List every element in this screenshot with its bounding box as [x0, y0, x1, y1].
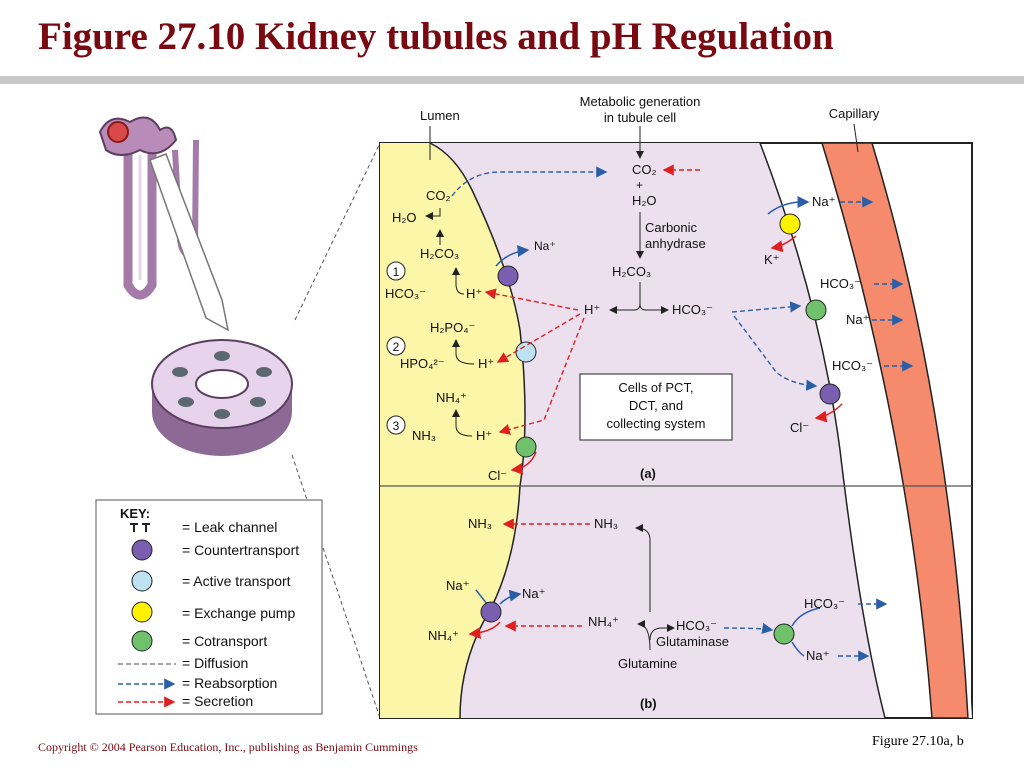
key-title: KEY:: [120, 506, 150, 521]
glutaminase-label: Glutaminase: [656, 634, 729, 649]
key-cotransport: = Cotransport: [131, 630, 267, 652]
legend-key: KEY: = Leak channel = Countertransport =…: [95, 499, 323, 715]
lumen-h2co3: H₂CO₃: [420, 246, 459, 261]
b-cap-na: Na⁺: [806, 648, 829, 663]
svg-text:= Secretion: = Secretion: [182, 693, 253, 709]
svg-text:= Exchange pump: = Exchange pump: [182, 605, 295, 621]
svg-text:= Countertransport: = Countertransport: [182, 542, 299, 558]
cap-k: K⁺: [764, 252, 780, 267]
cell-h2co3: H₂CO₃: [612, 264, 651, 279]
capillary-wall: [820, 142, 969, 719]
svg-text:= Reabsorption: = Reabsorption: [182, 675, 277, 691]
svg-text:= Cotransport: = Cotransport: [182, 633, 267, 649]
cap-cl: Cl⁻: [790, 420, 809, 435]
slide-title: Figure 27.10 Kidney tubules and pH Regul…: [38, 15, 834, 58]
step-1-marker: [386, 261, 406, 281]
title-divider: [0, 76, 1024, 84]
exchange-pump-na-k: [779, 213, 801, 235]
lumen-h2o: H₂O: [392, 210, 417, 225]
svg-text:1: 1: [393, 265, 400, 279]
cap-hco3-2: HCO₃⁻: [832, 358, 873, 373]
lumen-region: [380, 143, 525, 718]
lumen-nh4: NH₄⁺: [436, 390, 467, 405]
cotransport-h-cl: [515, 436, 537, 458]
lumen-label: Lumen: [420, 108, 460, 123]
cells-box: [579, 373, 733, 441]
copyright-notice: Copyright © 2004 Pearson Education, Inc.…: [38, 740, 418, 754]
cells-box-line-1: Cells of PCT,: [618, 380, 693, 395]
cell-plus: +: [636, 178, 643, 192]
b-cotransport: [773, 623, 795, 645]
metabolic-label-1: Metabolic generation: [580, 94, 701, 109]
b-lumen-na: Na⁺: [446, 578, 469, 593]
capillary-label: Capillary: [829, 106, 880, 121]
lumen-hpo4: HPO₄²⁻: [400, 356, 445, 371]
lumen-nh3: NH₃: [412, 428, 436, 443]
key-reabsorption: = Reabsorption: [118, 675, 277, 691]
key-active-transport: = Active transport: [131, 570, 291, 592]
cells-box-line-3: collecting system: [607, 416, 706, 431]
countertransport-na-h: [497, 265, 519, 287]
cap-na-1: Na⁺: [812, 194, 835, 209]
lumen-h-2: H⁺: [478, 356, 494, 371]
step-3-marker: [386, 415, 406, 435]
tubule-cross-section: [151, 339, 293, 456]
figure-reference: Figure 27.10a, b: [872, 734, 964, 749]
lumen-na: Na⁺: [534, 239, 556, 253]
b-cell-nh4: NH₄⁺: [588, 614, 619, 629]
b-countertransport: [480, 601, 502, 623]
panel-a-label: (a): [640, 466, 656, 481]
lumen-h-3: H⁺: [476, 428, 492, 443]
b-lumen-nh3: NH₃: [468, 516, 492, 531]
b-cell-nh3: NH₃: [594, 516, 618, 531]
lumen-hco3: HCO₃⁻: [385, 286, 426, 301]
cotransport-hco3-na: [805, 299, 827, 321]
lumen-co2: CO₂: [426, 188, 451, 203]
b-cap-hco3: HCO₃⁻: [804, 596, 845, 611]
key-countertransport: = Countertransport: [131, 539, 299, 561]
cell-h2o: H₂O: [632, 193, 657, 208]
svg-text:= Diffusion: = Diffusion: [182, 655, 248, 671]
svg-text:= Leak channel: = Leak channel: [182, 519, 277, 535]
key-secretion: = Secretion: [118, 693, 253, 709]
lumen-cl: Cl⁻: [488, 468, 507, 483]
key-diffusion: = Diffusion: [118, 655, 248, 671]
metabolic-label-2: in tubule cell: [604, 110, 676, 125]
svg-text:= Active transport: = Active transport: [182, 573, 291, 589]
b-lumen-nh4: NH₄⁺: [428, 628, 459, 643]
svg-text:3: 3: [393, 419, 400, 433]
cell-hco3: HCO₃⁻: [672, 302, 713, 317]
enzyme-label-1: Carbonic: [645, 220, 698, 235]
active-transport-h: [515, 341, 537, 363]
panel-b-label: (b): [640, 696, 657, 711]
nephron-illustration: [98, 116, 230, 332]
b-cell-na: Na⁺: [522, 586, 545, 601]
cap-hco3-1: HCO₃⁻: [820, 276, 861, 291]
key-leak-channel: = Leak channel: [130, 519, 277, 535]
lumen-h2po4: H₂PO₄⁻: [430, 320, 475, 335]
enzyme-label-2: anhydrase: [645, 236, 706, 251]
b-cell-hco3: HCO₃⁻: [676, 618, 717, 633]
svg-text:2: 2: [393, 340, 400, 354]
cap-na-2: Na⁺: [846, 312, 869, 327]
countertransport-hco3-cl: [819, 383, 841, 405]
cell-h: H⁺: [584, 302, 600, 317]
step-2-marker: [386, 336, 406, 356]
glutamine-label: Glutamine: [618, 656, 677, 671]
cells-box-line-2: DCT, and: [629, 398, 683, 413]
lumen-h-1: H⁺: [466, 286, 482, 301]
cell-co2: CO₂: [632, 162, 657, 177]
key-exchange-pump: = Exchange pump: [131, 601, 295, 623]
